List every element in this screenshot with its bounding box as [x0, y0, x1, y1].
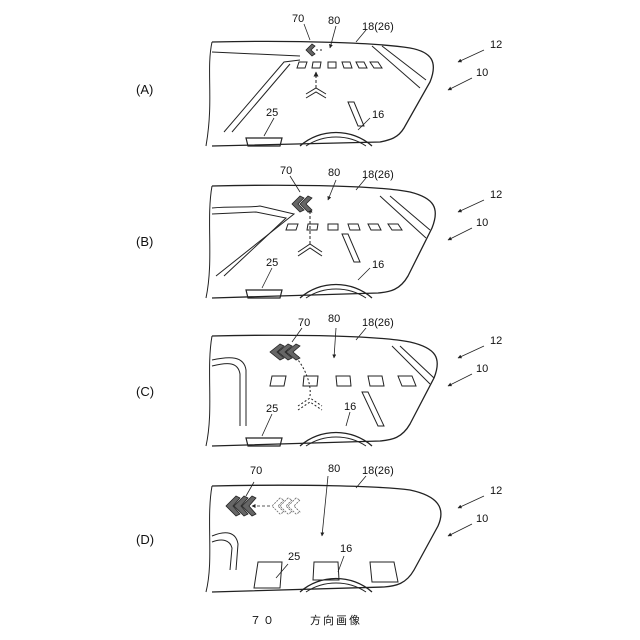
panel-a: (A)	[136, 13, 502, 146]
ref-vehicle-label: 12	[490, 335, 502, 347]
ref-arrow-label: 70	[250, 465, 262, 477]
pillar-left	[212, 358, 246, 426]
ref-windshield-label: 18(26)	[362, 169, 394, 181]
hood-inner	[306, 583, 366, 592]
ref-view-leader	[448, 78, 472, 90]
ref-view-label: 10	[476, 363, 488, 375]
caption-number: ７０	[250, 612, 276, 628]
panel-c: (C)	[136, 313, 502, 446]
ref-mirror-label: 25	[266, 403, 278, 415]
lane-line	[348, 102, 364, 126]
ref-vehicle-leader	[458, 346, 484, 358]
ref-view-leader	[448, 374, 472, 386]
pillar-right	[380, 196, 426, 238]
pillar-left-inner	[232, 64, 290, 132]
ref-view-leader	[448, 524, 472, 536]
direction-arrow-icon	[292, 196, 312, 212]
hood-inner	[306, 137, 366, 146]
direction-arrow-icon	[270, 344, 300, 360]
lane-line	[342, 234, 360, 262]
pillar-right	[372, 46, 420, 88]
ref-vehicle-leader	[458, 496, 484, 508]
ref-mirror-label: 25	[266, 257, 278, 269]
panel-label: (A)	[136, 82, 153, 97]
pillar-left-inner	[212, 540, 232, 570]
pillar-left	[224, 60, 300, 132]
windshield-outline	[212, 41, 433, 146]
ref-hood-label: 16	[344, 401, 356, 413]
panel-d: (D) 70 80 18(26	[136, 463, 502, 592]
hood-inner	[306, 437, 366, 446]
road-dashes	[286, 224, 402, 230]
ref-hood-label: 16	[340, 543, 352, 555]
side-edge	[206, 486, 212, 592]
caption-text: 方向画像	[310, 612, 362, 628]
ref-vehicle-label: 12	[490, 39, 502, 51]
ref-point-label: 80	[328, 313, 340, 325]
hood-curve	[300, 433, 372, 447]
pillar-right	[392, 346, 430, 384]
side-edge	[206, 42, 212, 146]
side-edge	[206, 186, 212, 298]
pillar-right-inner	[400, 346, 434, 378]
hood-curve	[300, 579, 372, 593]
road-dashes	[270, 376, 416, 386]
ref-point-label: 80	[328, 15, 340, 27]
ref-windshield-label: 18(26)	[362, 317, 394, 329]
leader-lines	[262, 176, 370, 288]
ref-point-label: 80	[328, 167, 340, 179]
pillar-right-inner	[390, 196, 430, 230]
hood-curve	[300, 285, 372, 299]
hood-inner	[306, 289, 366, 298]
side-edge	[206, 336, 212, 446]
panel-b: (B)	[136, 165, 502, 298]
road-dashes	[297, 62, 382, 68]
ref-view-label: 10	[476, 67, 488, 79]
pillar-left	[212, 206, 294, 276]
ref-arrow-label: 70	[280, 165, 292, 177]
ref-view-label: 10	[476, 513, 488, 525]
panel-label: (D)	[136, 532, 154, 547]
ref-windshield-label: 18(26)	[362, 465, 394, 477]
target-arrow-icon	[272, 498, 300, 514]
lane-line	[362, 392, 384, 426]
pillar-left	[212, 533, 238, 570]
ref-point-label: 80	[328, 463, 340, 475]
panel-label: (B)	[136, 234, 153, 249]
direction-arrow-icon	[306, 44, 315, 56]
ref-vehicle-label: 12	[490, 485, 502, 497]
ref-view-label: 10	[476, 217, 488, 229]
pillar-left-inner	[212, 364, 240, 426]
ref-hood-label: 16	[372, 259, 384, 271]
pillar-line	[212, 52, 300, 56]
ref-arrow-label: 70	[298, 317, 310, 329]
ref-vehicle-leader	[458, 200, 484, 212]
ref-vehicle-label: 12	[490, 189, 502, 201]
vehicle-marker-icon	[298, 208, 322, 256]
ref-view-leader	[448, 228, 472, 240]
direction-arrow-icon	[226, 496, 256, 516]
ref-mirror-label: 25	[288, 551, 300, 563]
windshield-outline	[212, 185, 435, 298]
vehicle-marker-icon	[306, 72, 326, 98]
ref-mirror-label: 25	[266, 107, 278, 119]
ref-vehicle-leader	[458, 50, 484, 62]
panel-label: (C)	[136, 384, 154, 399]
ref-hood-label: 16	[372, 109, 384, 121]
leader-lines	[246, 476, 366, 578]
ref-arrow-label: 70	[292, 13, 304, 25]
ref-windshield-label: 18(26)	[362, 21, 394, 33]
